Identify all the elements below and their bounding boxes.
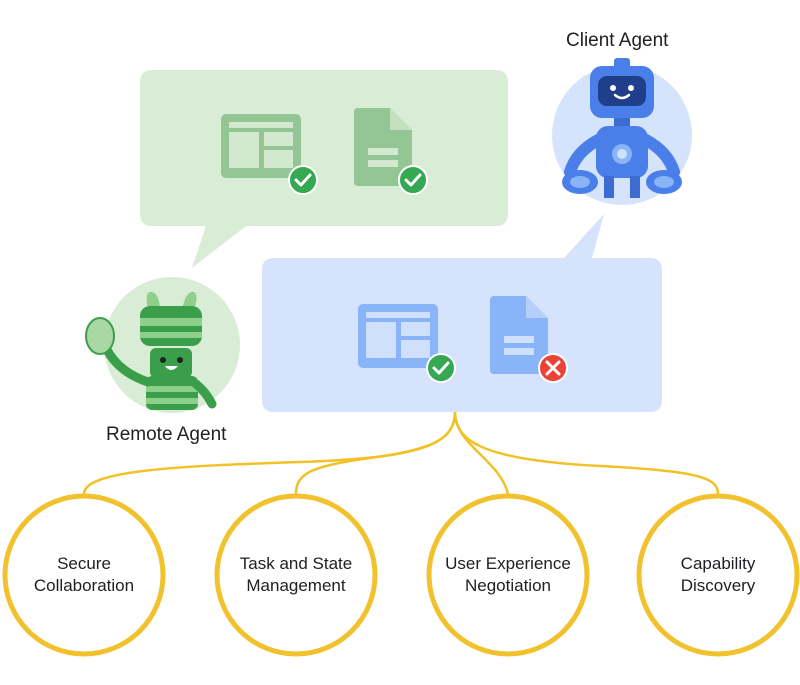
capability-line: Task and State	[239, 554, 353, 573]
capability-secure-collaboration: Secure Collaboration	[9, 553, 159, 597]
layout-card-icon	[358, 304, 438, 368]
document-icon	[490, 296, 548, 374]
connector-lines	[82, 411, 720, 495]
capability-line: Discovery	[680, 576, 756, 595]
capability-line: Management	[246, 576, 346, 595]
capability-line: User Experience	[445, 554, 571, 573]
remote-agent-label: Remote Agent	[106, 424, 227, 445]
capability-task-state-management: Task and State Management	[221, 553, 371, 597]
capability-line: Collaboration	[33, 576, 135, 595]
layout-card-icon	[221, 114, 301, 178]
capability-discovery: Capability Discovery	[643, 553, 793, 597]
remote-agent-speech-bubble	[140, 70, 508, 268]
capability-line: Capability	[680, 554, 756, 573]
document-icon	[354, 108, 412, 186]
client-agent-robot-icon	[552, 58, 692, 205]
capability-ux-negotiation: User Experience Negotiation	[433, 553, 583, 597]
check-badge-icon	[288, 165, 318, 195]
client-agent-speech-bubble	[262, 214, 662, 412]
capability-line: Secure	[57, 554, 111, 573]
check-badge-icon	[426, 353, 456, 383]
capability-circles	[2, 493, 800, 657]
capability-line: Negotiation	[464, 576, 551, 595]
check-badge-icon	[398, 165, 428, 195]
client-agent-label: Client Agent	[566, 30, 669, 51]
cross-badge-icon	[538, 353, 568, 383]
remote-agent-robot-icon	[85, 277, 240, 413]
